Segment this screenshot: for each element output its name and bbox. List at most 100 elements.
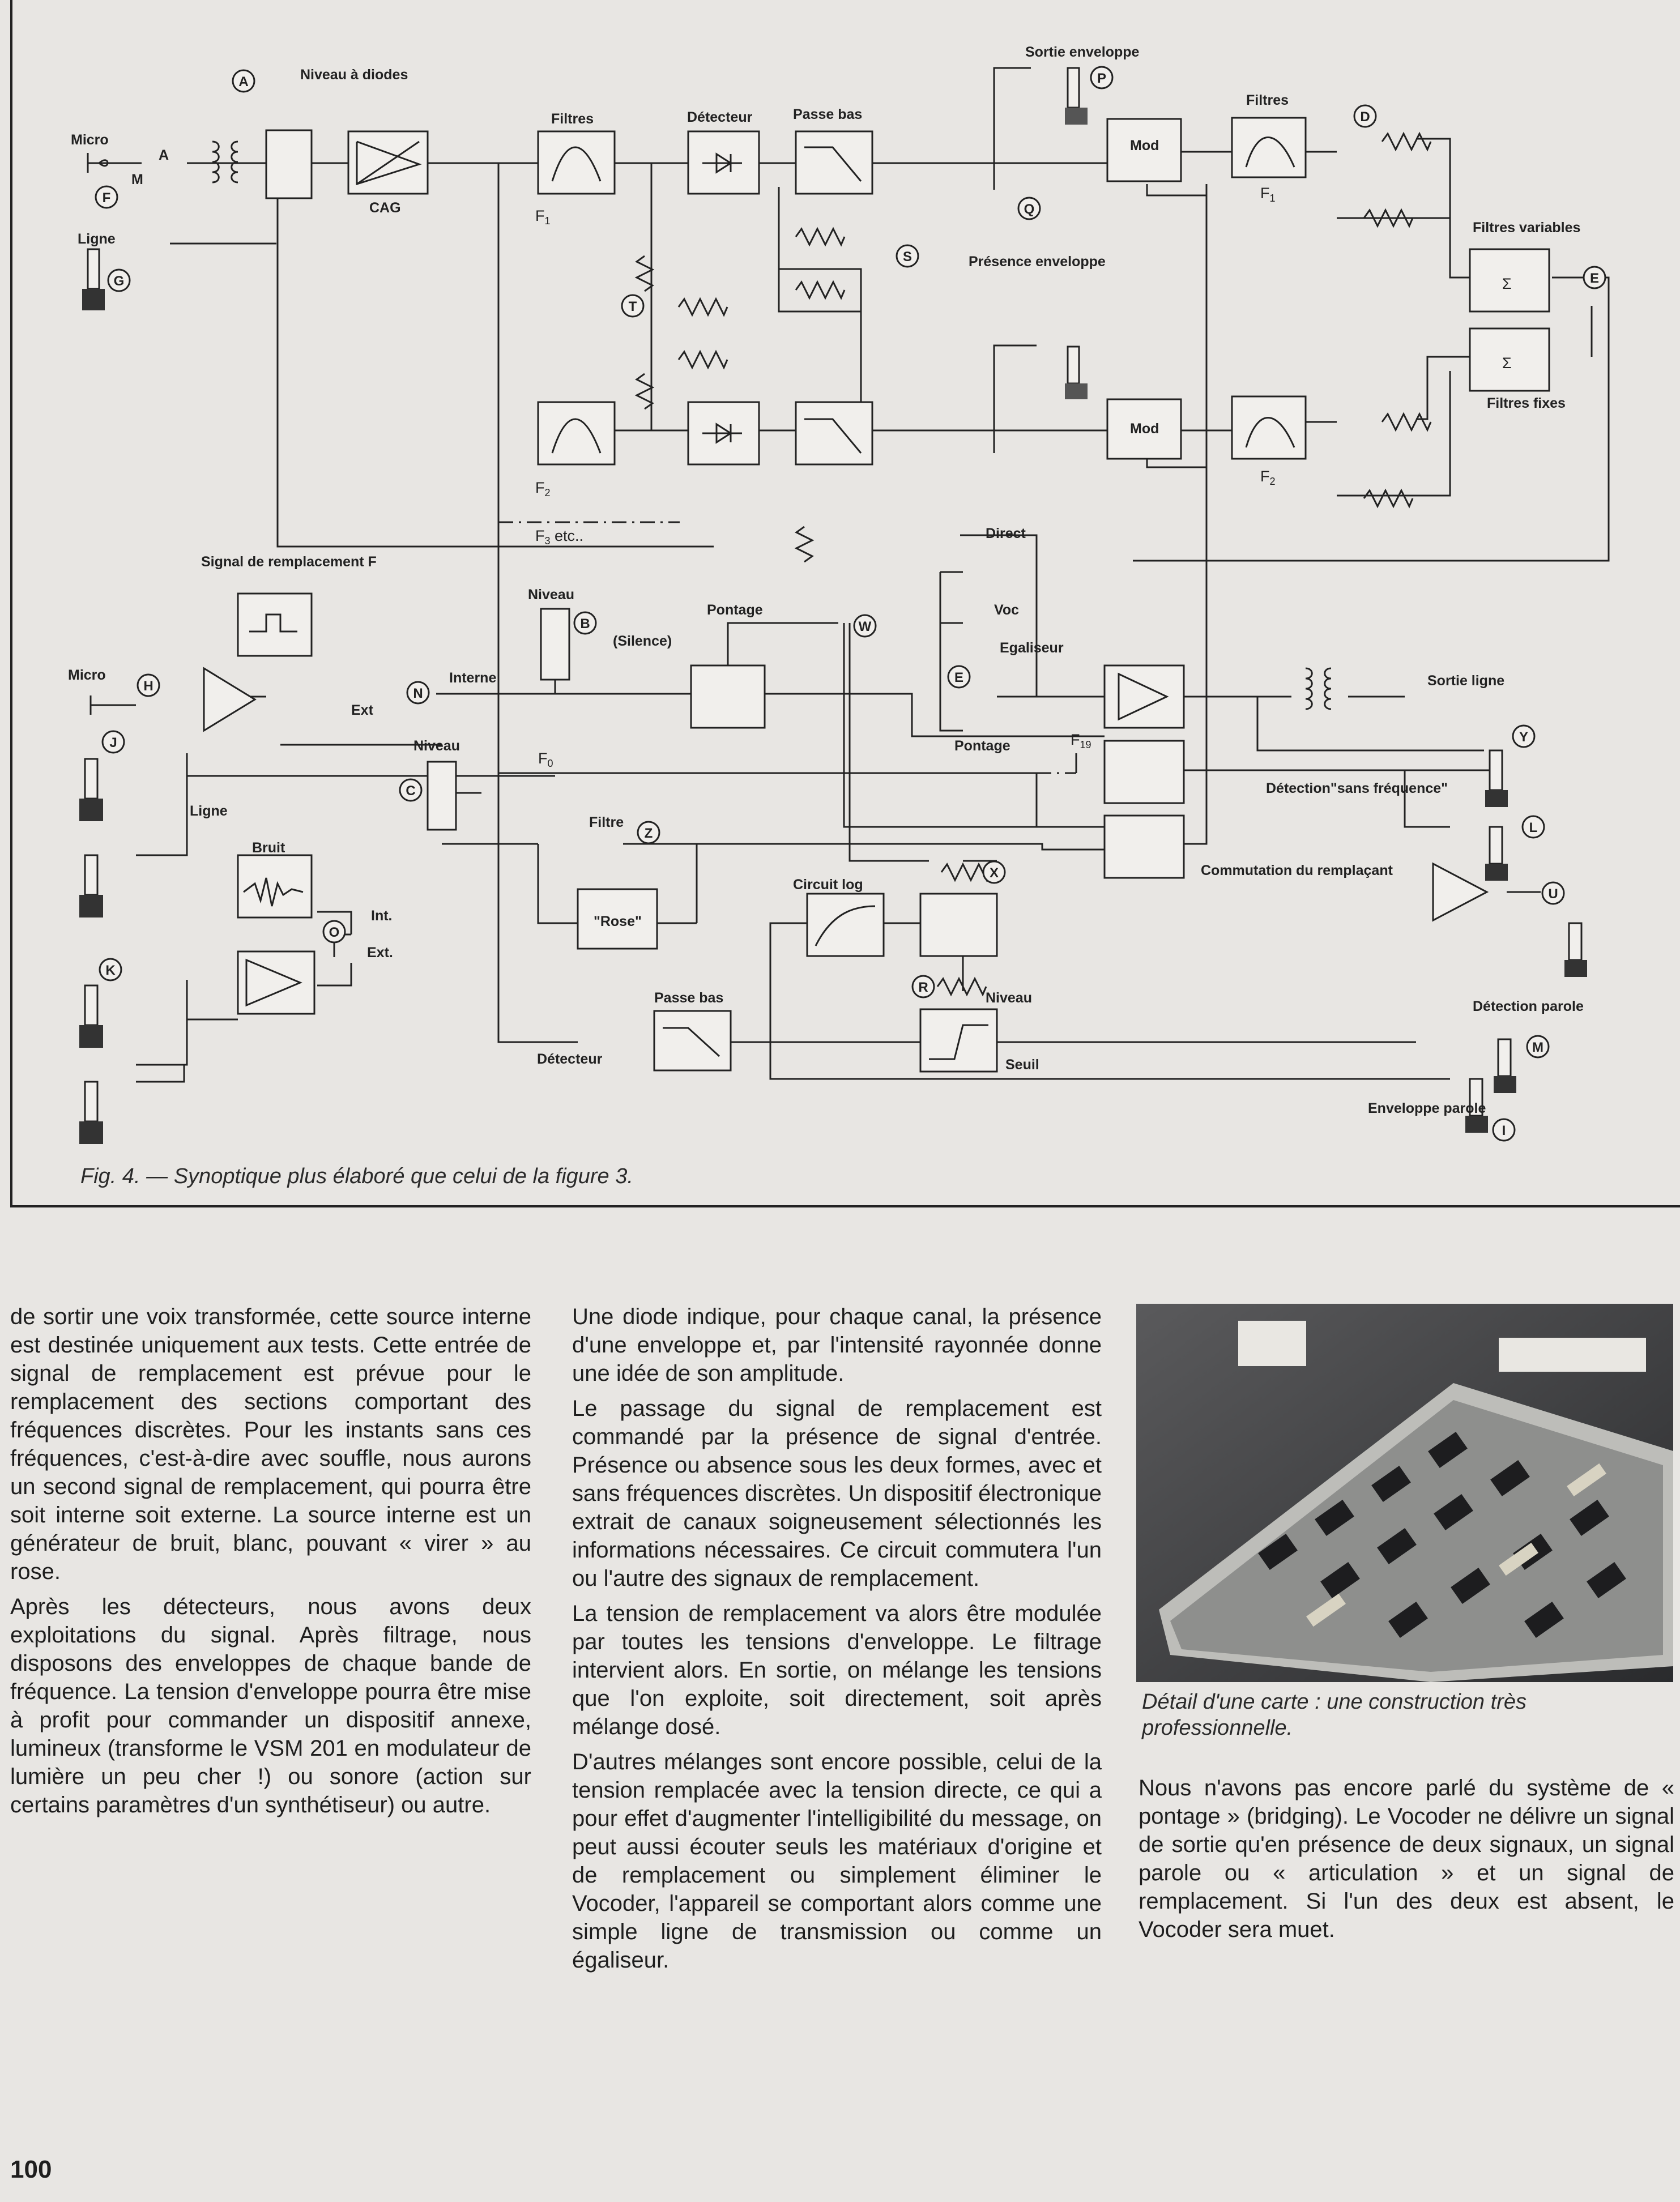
- col3-paragraph-1: Nous n'avons pas encore parlé du système…: [1139, 1776, 1674, 1942]
- svg-text:E: E: [1590, 271, 1599, 286]
- niveau-c-box: [427, 761, 457, 831]
- label-ligne1: Ligne: [78, 231, 116, 247]
- label-detecteur-top: Détecteur: [687, 109, 753, 125]
- label-silence: (Silence): [613, 633, 672, 649]
- svg-text:I: I: [1502, 1123, 1506, 1138]
- output-amp-triangle: [1118, 672, 1169, 721]
- col2-paragraph-2: Le passage du signal de remplacement est…: [572, 1396, 1102, 1591]
- label-passe-bas-top: Passe bas: [793, 106, 862, 122]
- svg-text:Z: Z: [645, 826, 653, 841]
- lowpass-bottom-box: [653, 1010, 732, 1072]
- svg-text:K: K: [105, 963, 116, 978]
- svg-text:G: G: [114, 274, 125, 289]
- label-f3: F3 etc..: [535, 527, 583, 547]
- svg-text:X: X: [990, 865, 999, 881]
- letter-circles: A F G T S Q P D E B W E H N J C Z X O K …: [95, 66, 1606, 1142]
- svg-text:W: W: [859, 619, 872, 634]
- commutation-box: [1103, 814, 1185, 879]
- label-filtre-z: Filtre: [589, 814, 624, 830]
- label-sortie-enveloppe: Sortie enveloppe: [1025, 44, 1140, 60]
- wiring: [136, 67, 1610, 1083]
- label-niveau-c: Niveau: [413, 738, 460, 754]
- label-niveau-diodes: Niveau à diodes: [300, 67, 408, 83]
- label-pontage: Pontage: [707, 602, 763, 618]
- label-micro1: Micro: [71, 132, 109, 148]
- col1-paragraph-2: Après les détecteurs, nous avons deux ex…: [10, 1594, 531, 1817]
- label-detecteur-bottom: Détecteur: [537, 1051, 603, 1067]
- svg-text:L: L: [1529, 820, 1538, 835]
- svg-text:A: A: [238, 74, 248, 89]
- filtres-variables-box: [1469, 248, 1550, 313]
- page-number: 100: [10, 2156, 52, 2183]
- circuit-board-photo: [1136, 1304, 1673, 1682]
- svg-text:F: F: [103, 190, 111, 206]
- diagram-frame: [10, 0, 1680, 1207]
- svg-text:T: T: [629, 299, 637, 314]
- svg-text:P: P: [1097, 71, 1106, 86]
- svg-text:E: E: [954, 670, 963, 685]
- label-direct: Direct: [986, 526, 1026, 541]
- article-column-1: de sortir une voix transformée, cette so…: [10, 1303, 531, 1826]
- label-filtres-f1: Filtres: [1246, 92, 1289, 108]
- label-a-switch: A: [159, 147, 169, 163]
- filtres-fixes-box: [1469, 327, 1550, 392]
- blocks: [237, 117, 1550, 1073]
- label-out-f1: F1: [1260, 185, 1276, 204]
- label-sigma-variables: Σ: [1502, 275, 1512, 292]
- detection-amp-triangle: [1432, 862, 1489, 922]
- col2-paragraph-4: D'autres mélanges sont encore possible, …: [572, 1749, 1102, 1973]
- svg-text:C: C: [406, 783, 415, 799]
- article-column-3: Nous n'avons pas encore parlé du système…: [1139, 1774, 1674, 1951]
- label-circuit-log: Circuit log: [793, 877, 863, 893]
- label-passe-bas-bottom: Passe bas: [654, 990, 723, 1006]
- label-egaliseur: Egaliseur: [1000, 640, 1064, 656]
- square-generator-box: [237, 592, 313, 657]
- svg-text:D: D: [1360, 109, 1370, 125]
- label-cag: CAG: [369, 200, 401, 216]
- label-signal-remplacement: Signal de remplacement F: [201, 554, 377, 570]
- label-micro2: Micro: [68, 667, 106, 683]
- svg-text:R: R: [918, 980, 928, 995]
- label-ext2: Ext.: [367, 945, 393, 961]
- circuit-log-box: [806, 893, 885, 957]
- label-int: Int.: [371, 908, 393, 924]
- mod-top-box: [1106, 118, 1182, 182]
- label-detection-sans: Détection"sans fréquence": [1266, 780, 1448, 796]
- label-enveloppe-parole: Enveloppe parole: [1368, 1100, 1486, 1116]
- label-seuil: Seuil: [1005, 1057, 1039, 1073]
- photo-caption: Détail d'une carte : une construction tr…: [1142, 1690, 1527, 1740]
- filter-f1-box: [537, 130, 616, 195]
- svg-text:N: N: [413, 686, 423, 701]
- col2-paragraph-3: La tension de remplacement va alors être…: [572, 1601, 1102, 1739]
- label-mod-top: Mod: [1130, 138, 1159, 153]
- label-commutation: Commutation du remplaçant: [1201, 863, 1393, 878]
- svg-text:Q: Q: [1024, 202, 1035, 217]
- label-detection-parole: Détection parole: [1473, 998, 1584, 1014]
- lowpass-top-box: [795, 130, 873, 195]
- label-ext: Ext: [351, 702, 374, 718]
- label-f0: F0: [538, 750, 553, 769]
- col1-paragraph-1: de sortir une voix transformée, cette so…: [10, 1304, 531, 1584]
- label-filtres-top: Filtres: [551, 111, 594, 127]
- filter-f2-box: [537, 401, 616, 466]
- label-voc: Voc: [994, 602, 1019, 618]
- svg-text:U: U: [1548, 886, 1558, 902]
- col2-paragraph-1: Une diode indique, pour chaque canal, la…: [572, 1304, 1102, 1386]
- label-bruit: Bruit: [252, 840, 285, 856]
- label-mod-f2: Mod: [1130, 421, 1159, 437]
- label-out-f2: F2: [1260, 468, 1276, 487]
- label-interne: Interne: [449, 670, 496, 686]
- svg-text:Y: Y: [1519, 729, 1528, 745]
- label-f2: F2: [535, 479, 551, 498]
- label-filtres-variables: Filtres variables: [1473, 220, 1580, 236]
- mod-pontage-box: [690, 664, 766, 729]
- label-f19: F19: [1071, 731, 1091, 750]
- amp-k-triangle: [245, 958, 302, 1007]
- label-niveau-b: Niveau: [528, 587, 574, 603]
- label-rose: "Rose": [594, 914, 642, 929]
- filter-out-f2-box: [1231, 395, 1307, 460]
- figure-caption: Fig. 4. — Synoptique plus élaboré que ce…: [80, 1164, 633, 1188]
- x-box: [919, 893, 998, 957]
- label-sortie-ligne: Sortie ligne: [1427, 673, 1504, 689]
- rose-box: [577, 888, 658, 950]
